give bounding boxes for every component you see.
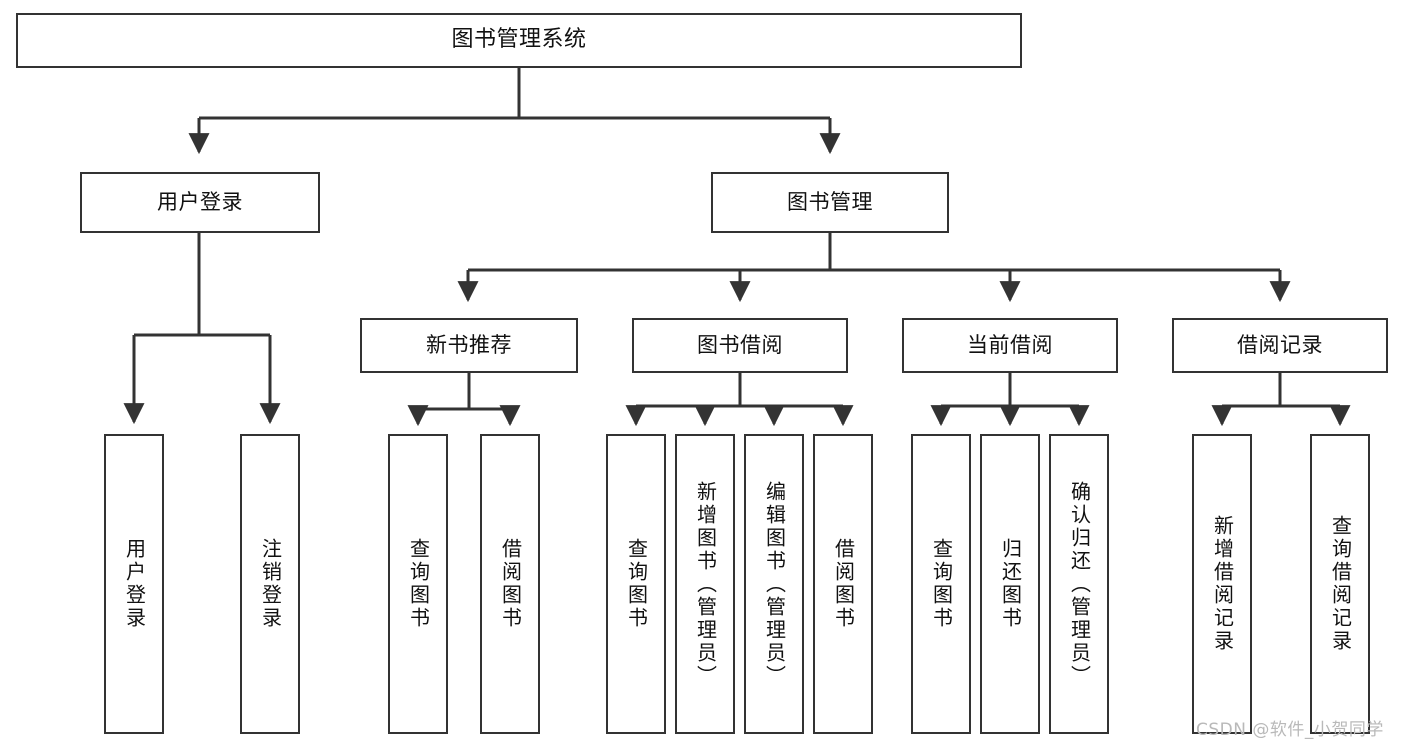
node-book-borrow[interactable]: 图书借阅 (632, 318, 848, 373)
leaf-book-borrow-edit-admin[interactable]: 编辑图书（管理员） (744, 434, 804, 734)
node-book-management[interactable]: 图书管理 (711, 172, 949, 233)
leaf-borrow-record-add[interactable]: 新增借阅记录 (1192, 434, 1252, 734)
leaf-book-borrow-add-admin[interactable]: 新增图书（管理员） (675, 434, 735, 734)
leaf-user-login-login[interactable]: 用户登录 (104, 434, 164, 734)
leaf-current-borrow-confirm-admin[interactable]: 确认归还（管理员） (1049, 434, 1109, 734)
leaf-new-book-query[interactable]: 查询图书 (388, 434, 448, 734)
watermark: CSDN @软件_小贺同学 (1196, 720, 1384, 740)
leaf-book-borrow-borrow[interactable]: 借阅图书 (813, 434, 873, 734)
leaf-current-borrow-return[interactable]: 归还图书 (980, 434, 1040, 734)
leaf-borrow-record-query[interactable]: 查询借阅记录 (1310, 434, 1370, 734)
leaf-user-login-logout[interactable]: 注销登录 (240, 434, 300, 734)
node-new-book-recommend[interactable]: 新书推荐 (360, 318, 578, 373)
node-root-book-management-system[interactable]: 图书管理系统 (16, 13, 1022, 68)
leaf-current-borrow-query[interactable]: 查询图书 (911, 434, 971, 734)
node-user-login[interactable]: 用户登录 (80, 172, 320, 233)
node-borrow-record[interactable]: 借阅记录 (1172, 318, 1388, 373)
leaf-new-book-borrow[interactable]: 借阅图书 (480, 434, 540, 734)
leaf-book-borrow-query[interactable]: 查询图书 (606, 434, 666, 734)
node-current-borrow[interactable]: 当前借阅 (902, 318, 1118, 373)
